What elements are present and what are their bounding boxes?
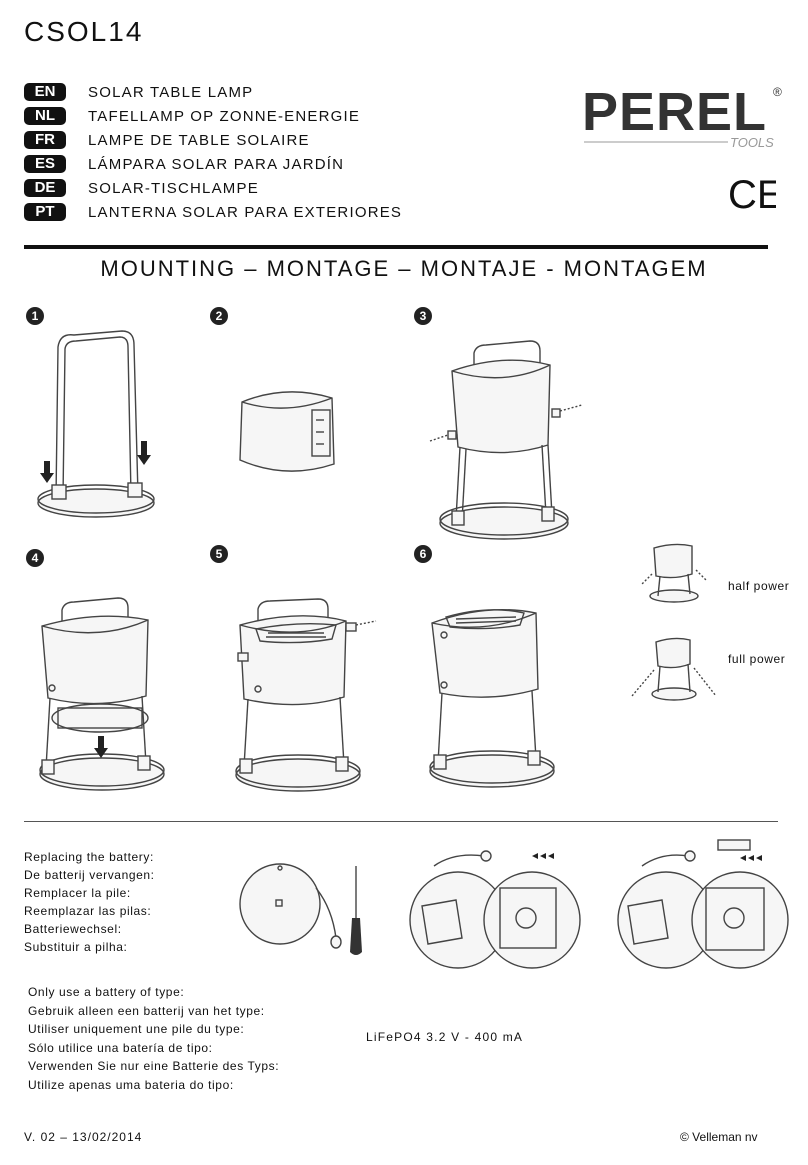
battery-type-line: Utilize apenas uma bateria do tipo: — [28, 1077, 234, 1092]
battery-spec: LiFePO4 3.2 V - 400 mA — [366, 1030, 524, 1044]
replacing-line: Replacing the battery: — [24, 850, 154, 864]
brand-tools: TOOLS — [730, 135, 774, 150]
lang-title: LAMPE DE TABLE SOLAIRE — [88, 131, 310, 149]
lang-badge: PT — [24, 203, 66, 221]
step-3-badge: 3 — [414, 307, 432, 325]
battery-type-line: Utiliser uniquement une pile du type: — [28, 1022, 245, 1036]
step-2-badge: 2 — [210, 307, 228, 325]
lang-row-fr: FR LAMPE DE TABLE SOLAIRE — [24, 128, 402, 152]
replacing-line: Batteriewechsel: — [24, 922, 122, 936]
battery-type-line: Verwenden Sie nur eine Batterie des Typs… — [28, 1059, 280, 1073]
header-divider — [24, 245, 768, 249]
lang-row-de: DE SOLAR-TISCHLAMPE — [24, 176, 402, 200]
language-list: EN SOLAR TABLE LAMP NL TAFELLAMP OP ZONNE-… — [24, 80, 402, 224]
battery-type-line: Only use a battery of type: — [28, 985, 185, 999]
replacing-battery-list: Replacing the battery: De batterij verva… — [24, 848, 155, 956]
battery-type-line: Gebruik alleen een batterij van het type… — [28, 1003, 265, 1018]
step-6-illustration — [429, 608, 555, 788]
ce-mark-text: CE — [728, 173, 776, 212]
lang-row-es: ES LÁMPARA SOLAR PARA JARDÍN — [24, 152, 402, 176]
lang-title: TAFELLAMP OP ZONNE-ENERGIE — [88, 107, 361, 125]
mounting-title: MOUNTING – MONTAGE – MONTAJE - MONTAGEM — [100, 256, 708, 281]
lang-title: LANTERNA SOLAR PARA EXTERIORES — [88, 203, 403, 221]
step-6-badge: 6 — [414, 545, 432, 563]
base-disc-illustration — [239, 863, 342, 949]
step-5-illustration — [235, 598, 377, 792]
lang-row-pt: PT LANTERNA SOLAR PARA EXTERIORES — [24, 200, 402, 224]
screwdriver-icon — [350, 866, 362, 955]
step-1-badge: 1 — [26, 307, 44, 325]
lang-title: LÁMPARA SOLAR PARA JARDÍN — [88, 155, 345, 173]
perel-logo: PEREL ® TOOLS — [582, 82, 782, 150]
model-number: CSOL14 — [24, 16, 144, 47]
replacing-line: De batterij vervangen: — [24, 868, 155, 882]
lang-badge: ES — [24, 155, 66, 173]
section-divider — [24, 821, 778, 822]
step-2-illustration — [239, 391, 335, 472]
lang-row-nl: NL TAFELLAMP OP ZONNE-ENERGIE — [24, 104, 402, 128]
lang-title: SOLAR TABLE LAMP — [88, 83, 254, 101]
lang-badge: NL — [24, 107, 66, 125]
full-power-lamp-icon — [631, 637, 717, 701]
version-label: V. 02 – 13/02/2014 — [24, 1130, 143, 1144]
half-power-lamp-icon — [641, 543, 707, 603]
battery-type-list: Only use a battery of type: Gebruik alle… — [28, 983, 279, 1094]
full-power-label: full power — [728, 652, 786, 666]
lang-badge: FR — [24, 131, 66, 149]
battery-type-line: Sólo utilice una batería de tipo: — [28, 1040, 213, 1055]
lang-badge: EN — [24, 83, 66, 101]
ce-mark: CE — [728, 173, 776, 212]
lang-row-en: EN SOLAR TABLE LAMP — [24, 80, 402, 104]
replacing-line: Substituir a pilha: — [24, 940, 128, 954]
lang-title: SOLAR-TISCHLAMPE — [88, 179, 259, 197]
step-4-illustration — [39, 597, 165, 791]
brand-registered: ® — [773, 85, 782, 99]
copyright-label: © Velleman nv — [680, 1130, 758, 1144]
step-3-illustration — [429, 340, 583, 540]
half-power-label: half power — [728, 579, 790, 593]
battery-compartment-open-illustration — [409, 850, 581, 969]
replacing-line: Remplacer la pile: — [24, 886, 131, 900]
step-4-badge: 4 — [26, 549, 44, 567]
battery-replacement-illustration — [617, 839, 789, 969]
brand-name: PEREL — [582, 82, 767, 142]
step-1-illustration — [37, 330, 155, 518]
replacing-line: Reemplazar las pilas: — [24, 904, 152, 918]
lang-badge: DE — [24, 179, 66, 197]
step-5-badge: 5 — [210, 545, 228, 563]
